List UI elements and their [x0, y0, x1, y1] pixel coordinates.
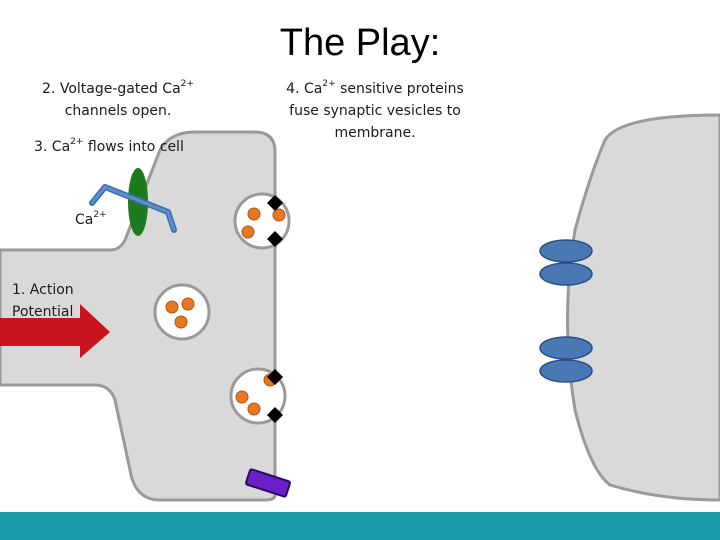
receptor: [539, 239, 593, 263]
neurotransmitter: [181, 297, 195, 311]
postsynaptic-cell: [566, 113, 720, 502]
vesicle: [153, 283, 211, 341]
label-step-1: 1. Action Potential: [12, 282, 74, 320]
neurotransmitter: [165, 300, 179, 314]
neurotransmitter: [241, 225, 255, 239]
neurotransmitter: [235, 390, 249, 404]
receptor: [539, 262, 593, 286]
membrane-protein: [245, 468, 291, 498]
label-step-3: 3. Ca2+ flows into cell: [34, 137, 184, 155]
label-step-2: 2. Voltage-gated Ca2+ channels open.: [42, 79, 194, 119]
fusion-protein: [267, 195, 283, 211]
neurotransmitter: [272, 208, 286, 222]
slide-title: The Play:: [279, 22, 441, 64]
neurotransmitter: [247, 207, 261, 221]
receptor: [539, 359, 593, 383]
fusion-protein: [267, 369, 283, 385]
label-calcium-ion: Ca2+: [75, 210, 107, 228]
neurotransmitter: [174, 315, 188, 329]
action-potential-arrow: [0, 304, 110, 358]
footer-bar: [0, 512, 720, 540]
neurotransmitter: [247, 402, 261, 416]
receptor: [539, 336, 593, 360]
fusion-protein: [267, 231, 283, 247]
fusion-protein: [267, 407, 283, 423]
calcium-flow-arrow-inner: [90, 185, 176, 232]
label-step-4: 4. Ca2+ sensitive proteins fuse synaptic…: [286, 79, 464, 141]
